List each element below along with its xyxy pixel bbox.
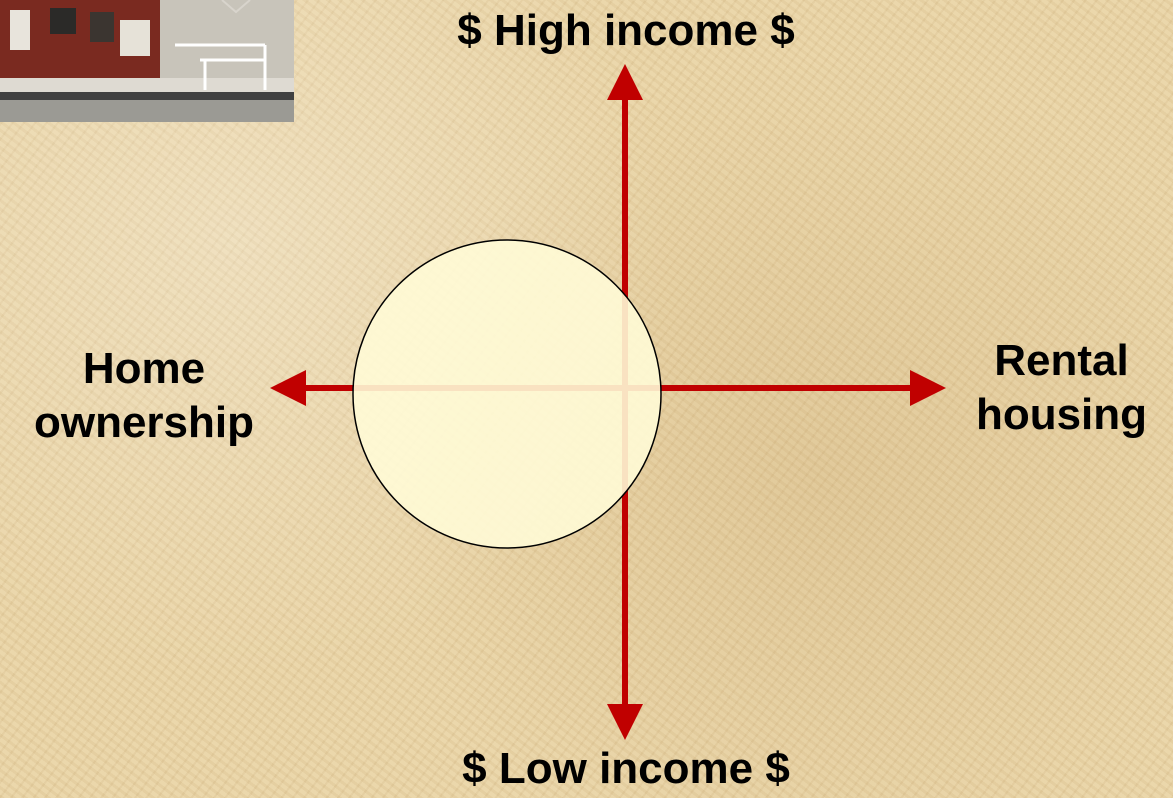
home-ownership-line-1: Home xyxy=(82,344,206,393)
house-photo xyxy=(0,0,294,122)
low-income-label: $ Low income $ xyxy=(462,744,790,793)
rental-housing-line-2: housing xyxy=(975,390,1148,439)
home-ownership-label: Home ownership xyxy=(8,342,280,450)
high-income-label: $ High income $ xyxy=(457,6,795,55)
home-ownership-line-2: ownership xyxy=(33,398,255,447)
rental-housing-label: Rental housing xyxy=(950,334,1173,442)
rental-housing-line-1: Rental xyxy=(994,336,1129,385)
center-circle xyxy=(352,239,662,549)
